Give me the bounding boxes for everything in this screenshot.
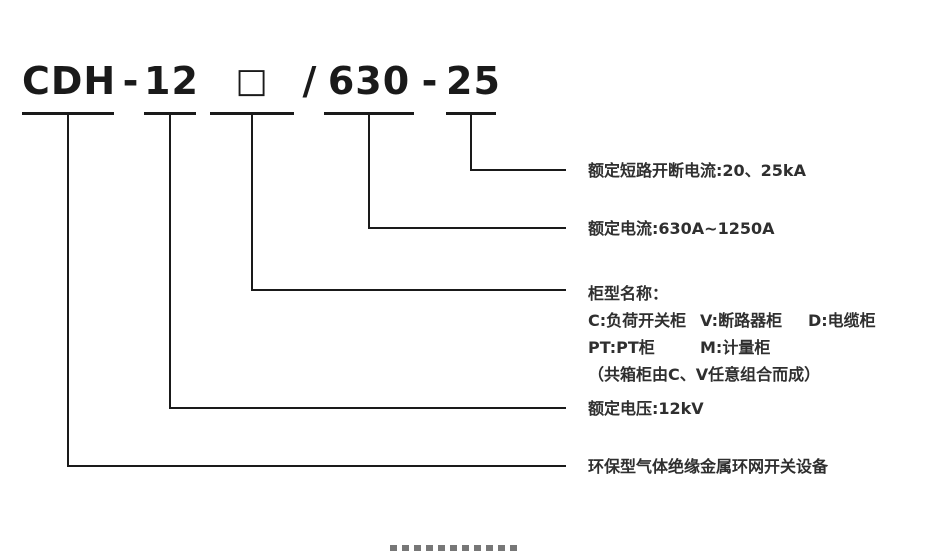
model-breaking-code: 25 bbox=[446, 59, 501, 103]
placeholder-box-icon: □ bbox=[235, 61, 269, 101]
cabinet-type-m: M:计量柜 bbox=[700, 338, 771, 357]
cropped-text-remnant bbox=[390, 545, 520, 551]
connector-rated-voltage bbox=[169, 115, 566, 409]
model-voltage-code: 12 bbox=[144, 59, 199, 103]
connector-cabinet-type bbox=[251, 115, 566, 291]
separator-dash-2: - bbox=[421, 59, 439, 103]
underline-placeholder bbox=[210, 112, 294, 115]
cabinet-types-title: 柜型名称： bbox=[588, 284, 669, 303]
connector-breaking-current bbox=[470, 115, 566, 171]
model-current-code: 630 bbox=[327, 59, 411, 103]
underline-prefix bbox=[22, 112, 114, 115]
label-cabinet-types: 柜型名称： C:负荷开关柜 V:断路器柜 D:电缆柜 PT:PT柜 M:计量柜 … bbox=[588, 280, 876, 388]
cabinet-types-row-2: PT:PT柜 M:计量柜 bbox=[588, 334, 876, 361]
label-breaking-current: 额定短路开断电流:20、25kA bbox=[588, 161, 806, 180]
connector-product-name bbox=[67, 115, 566, 467]
cabinet-type-pt: PT:PT柜 bbox=[588, 338, 655, 357]
label-rated-voltage: 额定电压:12kV bbox=[588, 399, 704, 418]
separator-dash-1: - bbox=[122, 59, 140, 103]
cabinet-type-c: C:负荷开关柜 bbox=[588, 311, 687, 330]
cabinet-types-row-1: C:负荷开关柜 V:断路器柜 D:电缆柜 bbox=[588, 307, 876, 334]
cabinet-types-note: （共箱柜由C、V任意组合而成） bbox=[588, 365, 821, 384]
cabinet-type-v: V:断路器柜 bbox=[700, 311, 783, 330]
label-rated-current: 额定电流:630A~1250A bbox=[588, 219, 775, 238]
connector-rated-current bbox=[368, 115, 566, 229]
label-product-name: 环保型气体绝缘金属环网开关设备 bbox=[588, 457, 829, 476]
underline-voltage-code bbox=[144, 112, 196, 115]
separator-slash: / bbox=[302, 59, 318, 103]
underline-current-code bbox=[324, 112, 414, 115]
underline-breaking-code bbox=[446, 112, 496, 115]
cabinet-type-d: D:电缆柜 bbox=[808, 311, 876, 330]
model-prefix: CDH bbox=[22, 59, 117, 103]
